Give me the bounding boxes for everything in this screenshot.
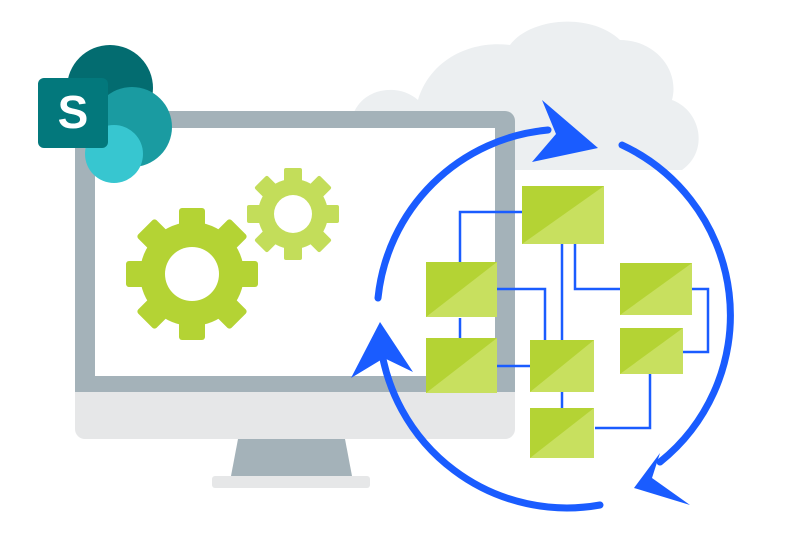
flowchart-node (522, 186, 604, 244)
flowchart-node (620, 328, 683, 374)
cycle-arrowhead-bottom (634, 453, 690, 505)
flowchart-node (530, 340, 594, 392)
flowchart-node (426, 338, 497, 393)
flowchart-icon (426, 186, 710, 458)
gear-large-icon (126, 208, 258, 340)
flowchart-node (426, 262, 497, 317)
flowchart-node (530, 408, 594, 458)
logo-letter: S (58, 86, 89, 138)
cycle-arc-right (618, 141, 734, 466)
cycle-arrowhead-left (351, 322, 413, 378)
cycle-arrowhead-top (532, 100, 598, 162)
sharepoint-logo-icon: S (38, 45, 172, 183)
sync-cycle-icon (374, 126, 734, 512)
cycle-arc-top-left (374, 126, 552, 302)
gear-small-icon (247, 168, 339, 260)
flowchart-node (620, 263, 692, 315)
cycle-arc-bottom-left (376, 336, 604, 512)
